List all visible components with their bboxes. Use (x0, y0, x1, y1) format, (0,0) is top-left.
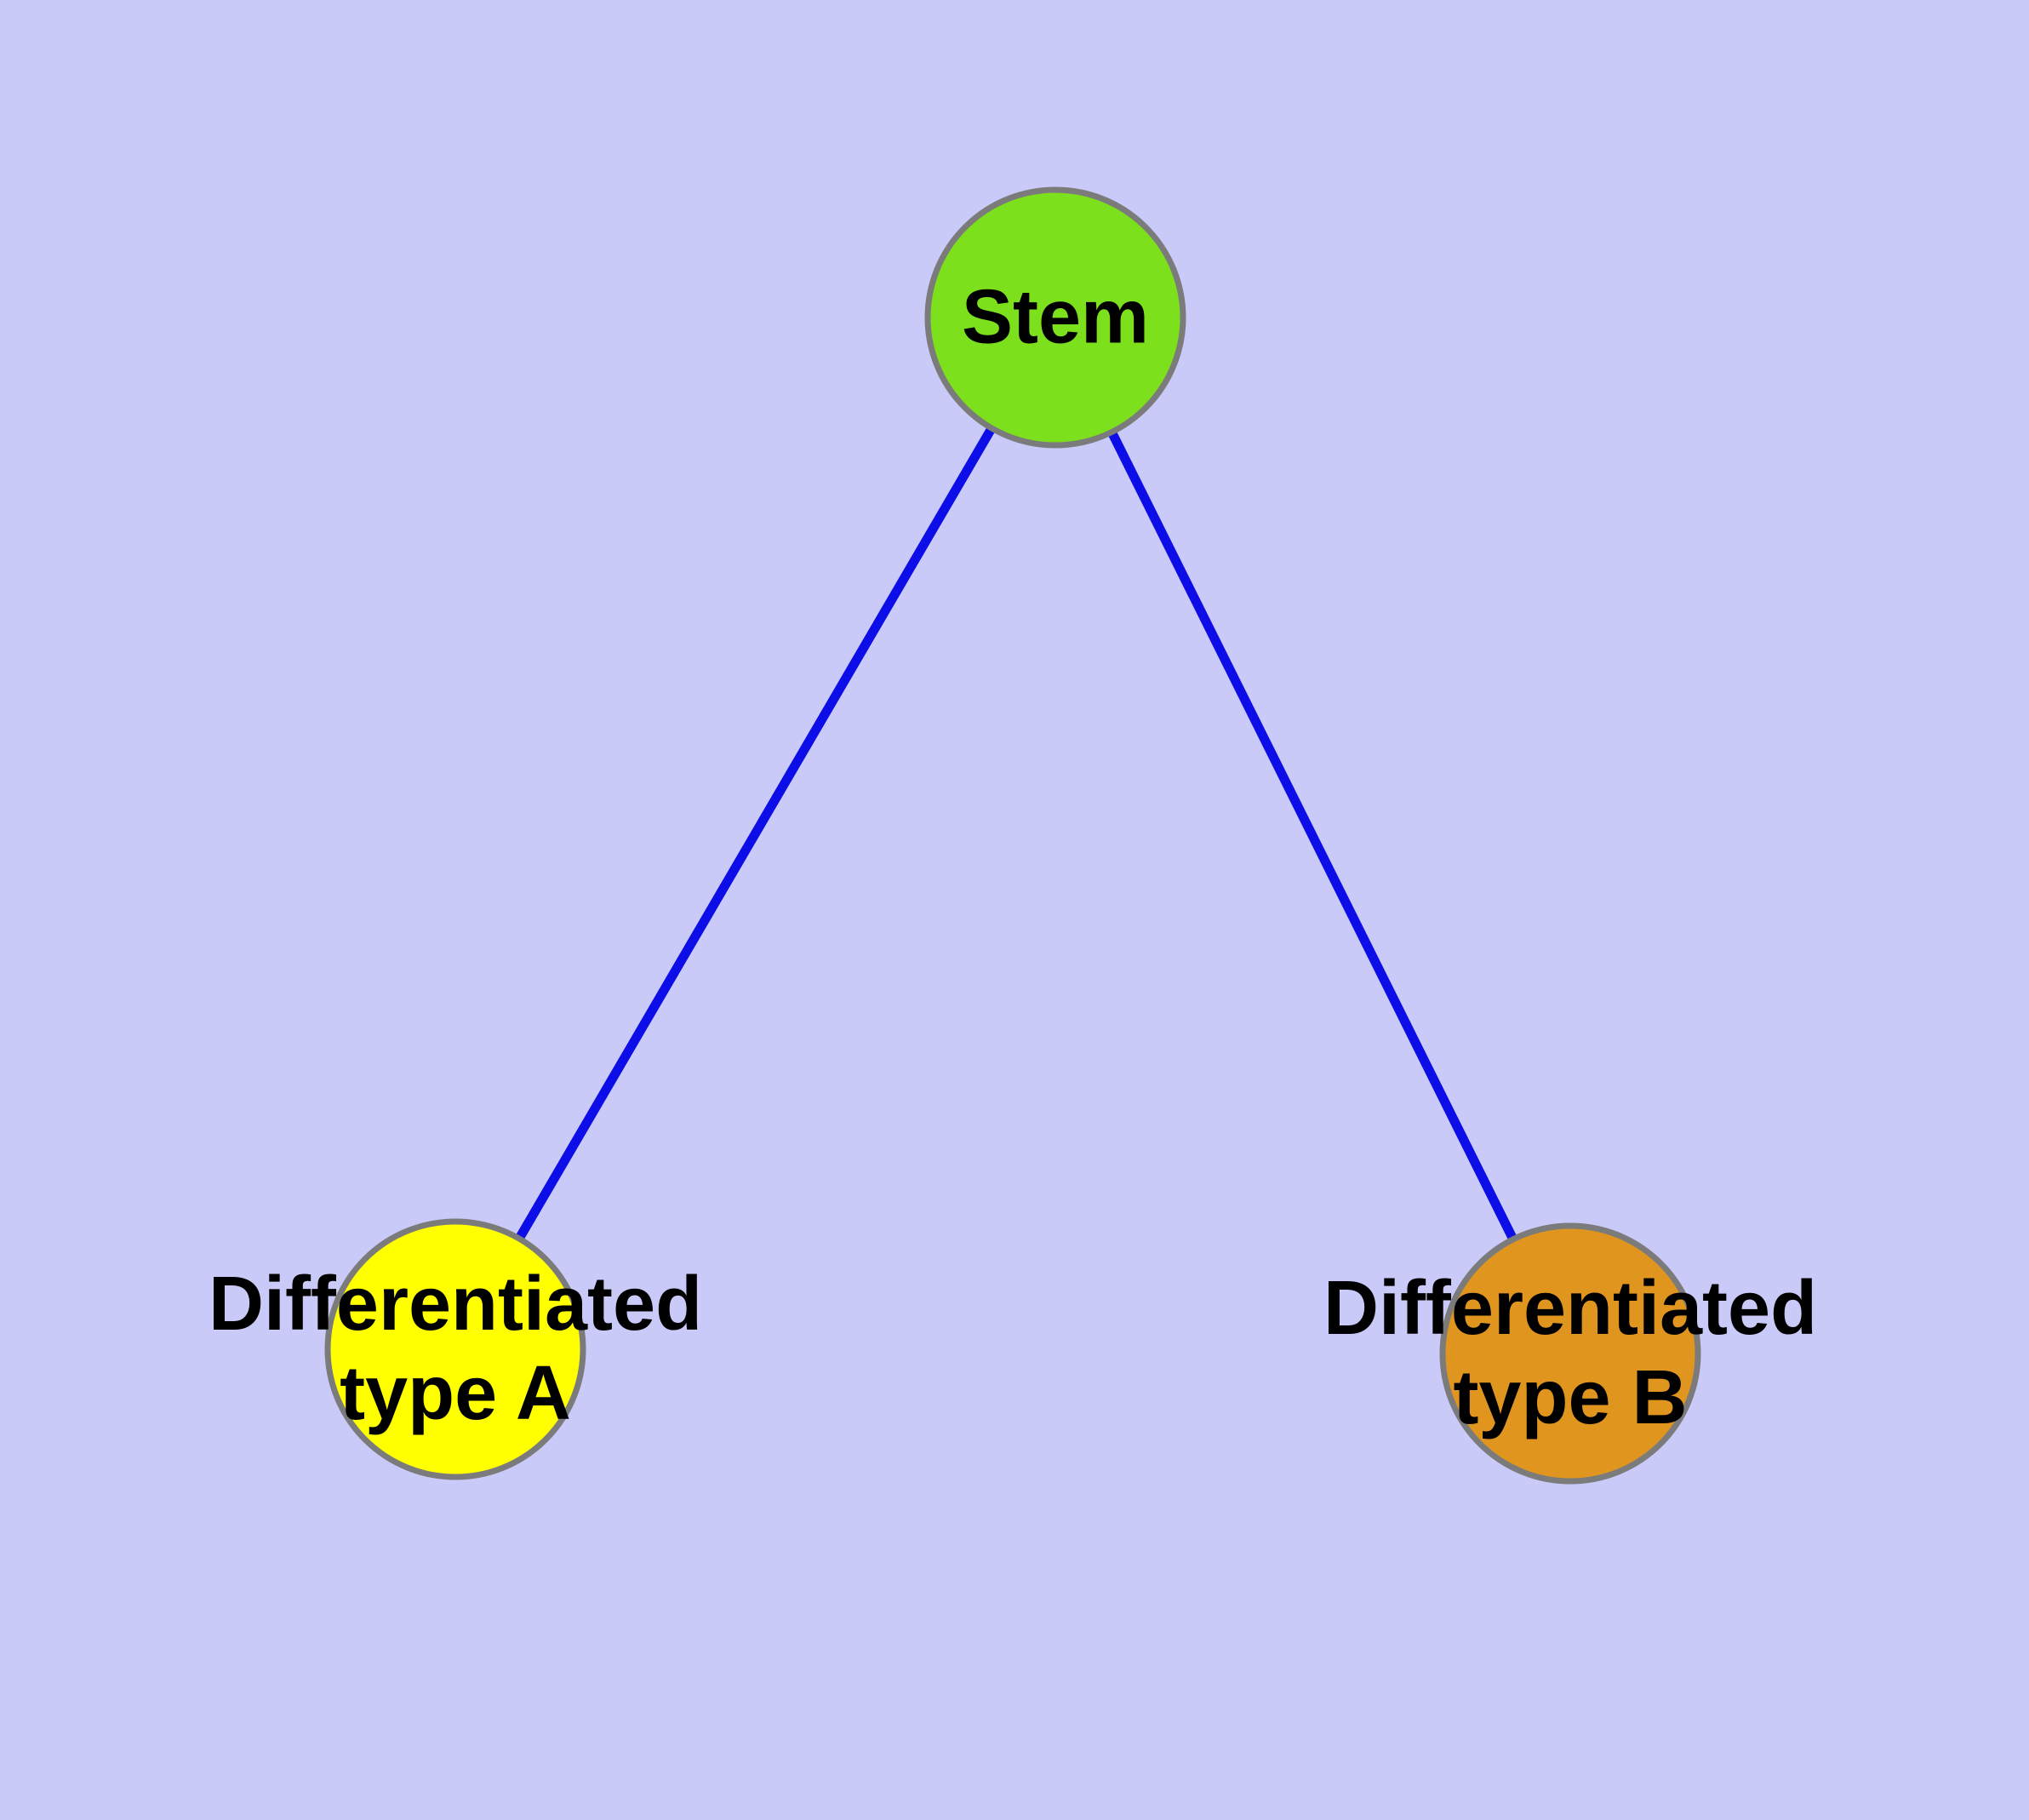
edge-stem-to-type-a (515, 427, 995, 1241)
node-label-stem: Stem (961, 274, 1150, 360)
node-circle-differentiated-type-a (324, 1218, 586, 1480)
node-label-differentiated-type-b: Differentiated type B (1323, 1266, 1818, 1440)
node-circle-stem (924, 186, 1186, 449)
node-circle-differentiated-type-b (1439, 1222, 1701, 1485)
node-label-differentiated-type-a: Differentiated type A (208, 1262, 703, 1436)
edge-stem-to-type-b (1108, 431, 1517, 1242)
